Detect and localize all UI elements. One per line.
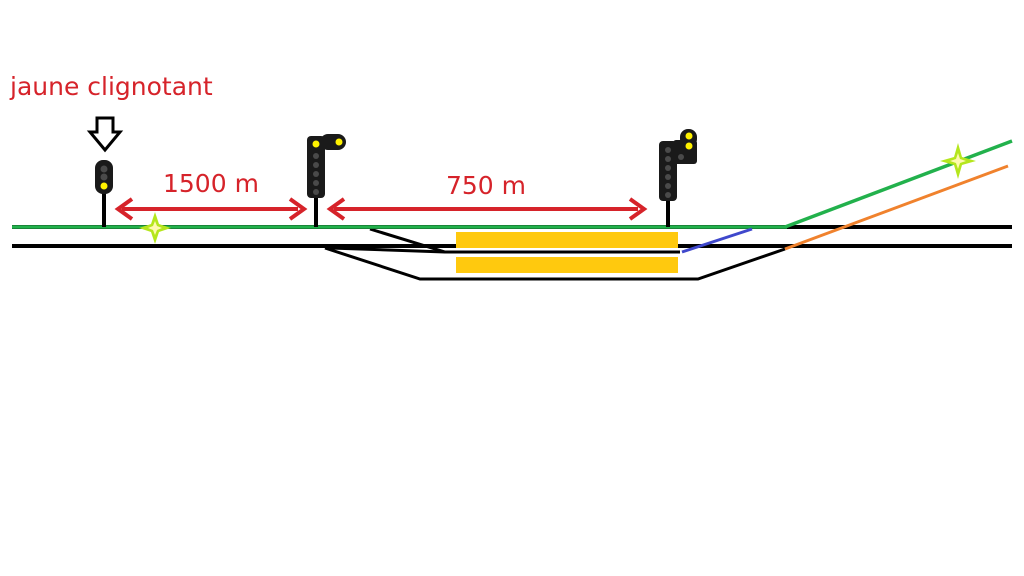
down-arrow-outline-icon <box>86 116 124 153</box>
distance-label-2: 750 m <box>446 171 526 200</box>
annotation-label: jaune clignotant <box>9 72 213 101</box>
distance-label-1: 1500 m <box>163 169 259 198</box>
signal-3 <box>659 129 697 227</box>
track-layout <box>12 225 1012 281</box>
sparkle-star-icon <box>139 212 171 244</box>
sparkle-star-icon <box>940 143 976 179</box>
dimension-arrow-1 <box>114 197 308 221</box>
platform-lower <box>456 257 678 273</box>
diverging-orange-route <box>784 164 1009 251</box>
signal-1 <box>95 160 113 227</box>
platform-upper <box>456 232 678 248</box>
route-overlays <box>12 139 1013 254</box>
crossover-route <box>681 227 753 254</box>
signal-2 <box>307 134 346 227</box>
dimension-arrow-2 <box>326 197 648 221</box>
diverging-main-route <box>784 139 1013 229</box>
